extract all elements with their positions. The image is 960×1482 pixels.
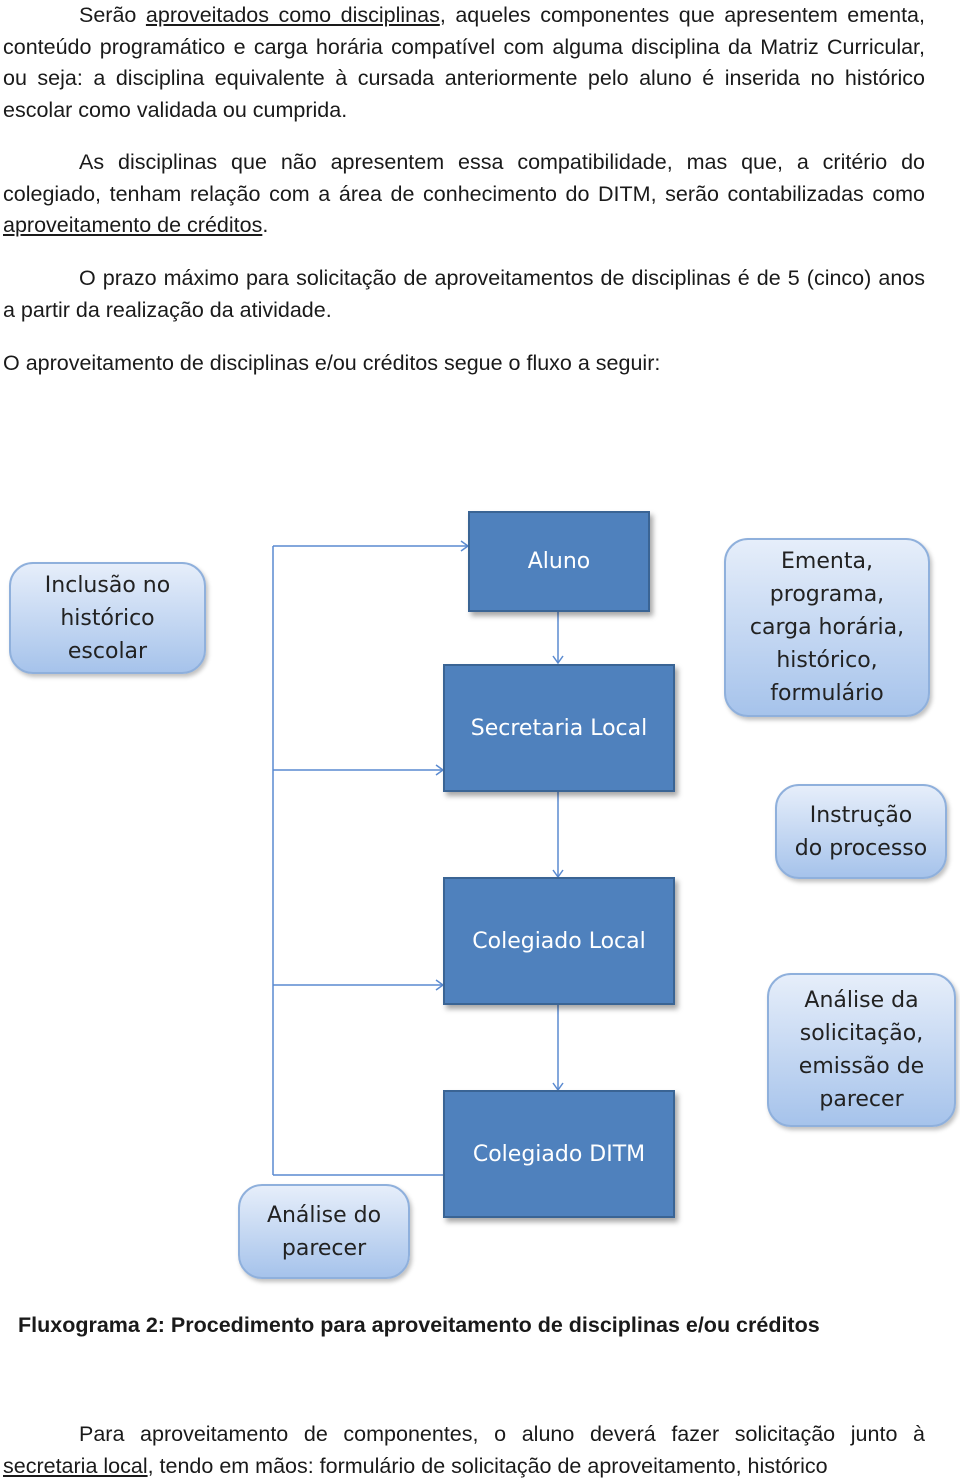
flowchart: Aluno Secretaria Local Colegiado Local C… — [0, 500, 960, 1290]
step-colegiado-local: Colegiado Local — [443, 877, 675, 1005]
note-ementa-programa: Ementa, programa, carga horária, históri… — [724, 538, 930, 717]
paragraph-fluxo-intro: O aproveitamento de disciplinas e/ou cré… — [3, 351, 661, 375]
note-analise-solicitacao: Análise da solicitação, emissão de parec… — [767, 973, 956, 1127]
paragraph-aproveitamento-disciplinas: Serão aproveitados como disciplinas, aqu… — [3, 3, 925, 122]
note-analise-parecer: Análise do parecer — [238, 1184, 410, 1279]
step-colegiado-ditm: Colegiado DITM — [443, 1090, 675, 1218]
arrowhead-secretaria — [552, 655, 564, 665]
note-instrucao-processo: Instrução do processo — [775, 784, 947, 879]
link-aproveitamento-de-creditos[interactable]: aproveitamento de créditos — [3, 213, 263, 237]
note-inclusao-historico: Inclusão no histórico escolar — [9, 562, 206, 674]
paragraph-solicitacao: Para aproveitamento de componentes, o al… — [3, 1422, 925, 1478]
link-aproveitados-como-disciplinas[interactable]: aproveitados como disciplinas — [145, 3, 440, 27]
flowchart-connectors — [272, 540, 564, 1176]
paragraph-aproveitamento-creditos: As disciplinas que não apresentem essa c… — [3, 150, 925, 237]
link-secretaria-local[interactable]: secretaria local — [3, 1453, 148, 1478]
step-secretaria-local: Secretaria Local — [443, 664, 675, 792]
step-aluno: Aluno — [468, 511, 650, 612]
paragraph-prazo-maximo: O prazo máximo para solicitação de aprov… — [3, 266, 925, 322]
flowchart-caption: Fluxograma 2: Procedimento para aproveit… — [18, 1313, 820, 1337]
